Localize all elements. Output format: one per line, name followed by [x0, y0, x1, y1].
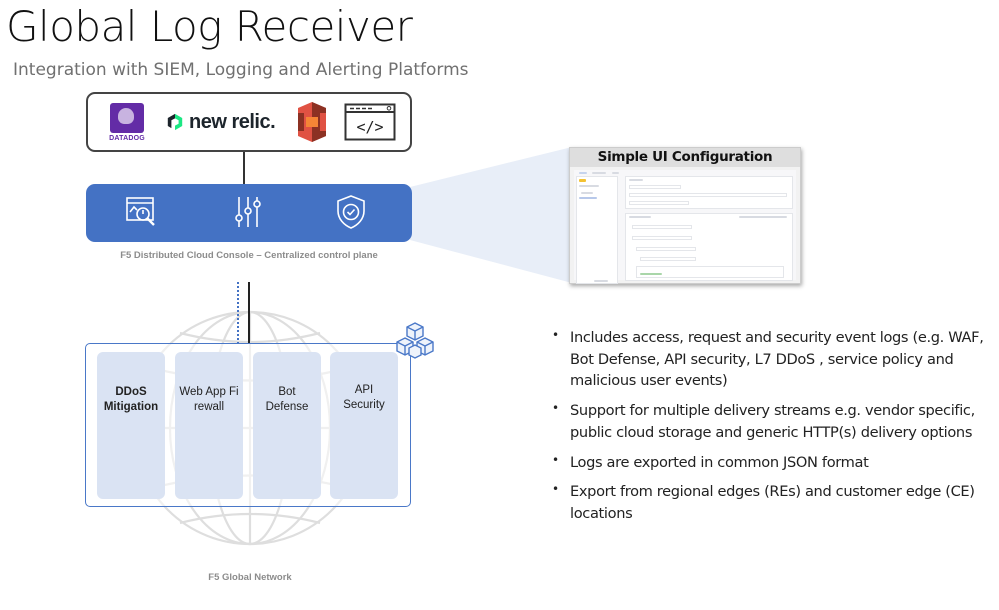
preview-sidebar	[576, 176, 618, 284]
ui-config-screenshot: Simple UI Configuration	[569, 147, 801, 284]
preview-line	[629, 179, 643, 181]
page-title: Global Log Receiver	[6, 2, 413, 51]
newrelic-mark-icon	[167, 113, 183, 131]
preview-subpanel	[636, 266, 784, 278]
data-path-dotted-line	[237, 282, 239, 344]
ui-config-title: Simple UI Configuration	[570, 148, 800, 167]
aws-s3-icon	[298, 102, 326, 142]
cubes-icon	[396, 322, 434, 359]
preview-line	[579, 185, 599, 187]
shield-check-icon	[337, 195, 365, 229]
page-subtitle: Integration with SIEM, Logging and Alert…	[13, 60, 469, 80]
service-api-security: API Security	[330, 352, 398, 499]
preview-field	[629, 185, 681, 189]
service-label-line: DDoS	[115, 386, 147, 399]
log-search-icon	[126, 197, 155, 226]
preview-line	[640, 273, 662, 275]
preview-line	[594, 280, 608, 282]
feature-item: Logs are exported in common JSON format	[548, 452, 993, 474]
feature-item: Includes access, request and security ev…	[548, 327, 993, 392]
service-label-line: API Security	[343, 384, 385, 411]
http-endpoint-logo: </>	[343, 94, 397, 150]
connector-line	[248, 282, 250, 344]
network-label: F5 Global Network	[208, 572, 292, 583]
code-window-icon: </>	[344, 103, 396, 141]
service-label-line: Bot	[278, 386, 296, 399]
svg-text:</>: </>	[356, 118, 383, 136]
preview-link	[579, 197, 597, 199]
preview-tab	[612, 172, 619, 174]
newrelic-logo: new relic.	[166, 94, 284, 150]
zoom-beam	[410, 147, 572, 283]
feature-list: Includes access, request and security ev…	[548, 327, 993, 533]
preview-field	[629, 201, 689, 205]
integrations-box: DATADOG new relic. </>	[86, 92, 412, 152]
feature-item: Support for multiple delivery streams e.…	[548, 400, 993, 443]
preview-tab	[579, 172, 587, 174]
control-plane-console	[86, 184, 412, 242]
preview-field	[640, 257, 696, 261]
datadog-logo: DATADOG	[102, 94, 152, 150]
preview-badge	[579, 179, 586, 182]
preview-line	[581, 192, 593, 194]
preview-field	[629, 193, 787, 197]
preview-field	[632, 236, 692, 240]
service-label-line: rewall	[193, 400, 225, 413]
datadog-label: DATADOG	[109, 134, 145, 142]
preview-line	[739, 216, 787, 218]
service-label-line: Defense	[265, 400, 309, 413]
sliders-icon	[235, 197, 261, 227]
connector-line	[243, 152, 245, 184]
datadog-dog-icon	[110, 102, 144, 133]
console-label: F5 Distributed Cloud Console – Centraliz…	[120, 250, 378, 261]
newrelic-label: new relic.	[189, 110, 276, 133]
preview-line	[629, 216, 651, 218]
preview-tab	[592, 172, 606, 174]
feature-item: Export from regional edges (REs) and cus…	[548, 481, 993, 524]
preview-field	[636, 247, 696, 251]
aws-s3-logo	[292, 94, 332, 150]
ui-config-preview	[574, 170, 796, 284]
service-label-line: Web App Fi	[179, 386, 239, 399]
preview-field	[632, 225, 692, 229]
service-label-line: Mitigation	[103, 400, 159, 413]
